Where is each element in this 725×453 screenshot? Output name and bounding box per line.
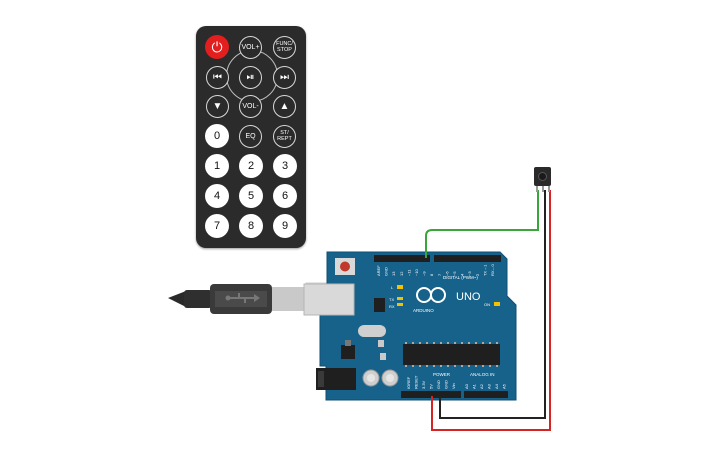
digit-0-button[interactable]: 0	[205, 124, 229, 148]
tx-led	[397, 297, 403, 300]
digit-3-button[interactable]: 3	[273, 154, 297, 178]
ir-remote[interactable]: ⏻ VOL+ FUNC/ STOP ⏮ ⏯ ⏭ ▼ VOL- ▲ 0 EQ ST…	[196, 26, 306, 248]
digit-6-button[interactable]: 6	[273, 184, 297, 208]
analog-label: ANALOG IN	[470, 372, 495, 377]
signal-wire[interactable]	[425, 190, 539, 258]
down-button[interactable]: ▼	[206, 95, 229, 118]
up-button[interactable]: ▲	[273, 95, 296, 118]
play-pause-button[interactable]: ⏯	[239, 66, 262, 89]
vol-up-button[interactable]: VOL+	[239, 36, 262, 59]
crystal	[358, 325, 386, 337]
ground-wire[interactable]	[439, 190, 546, 419]
l-led	[397, 285, 403, 289]
digit-1-button[interactable]: 1	[205, 154, 229, 178]
ir-receiver[interactable]	[534, 167, 551, 192]
digital-label: DIGITAL (PWM~)	[443, 275, 478, 280]
power-wire[interactable]	[431, 190, 551, 431]
st-rept-button[interactable]: ST/ REPT	[273, 125, 296, 148]
power-button[interactable]: ⏻	[205, 35, 229, 59]
rx-led	[397, 303, 403, 306]
analog-header	[464, 391, 508, 398]
eq-button[interactable]: EQ	[239, 125, 262, 148]
digit-7-button[interactable]: 7	[205, 214, 229, 238]
rx-led-label: RX	[389, 304, 395, 309]
next-button[interactable]: ⏭	[273, 66, 296, 89]
arduino-logo-icon	[416, 287, 446, 303]
digital-header-right	[434, 255, 501, 262]
func-stop-button[interactable]: FUNC/ STOP	[273, 36, 296, 59]
digit-8-button[interactable]: 8	[239, 214, 263, 238]
vol-down-button[interactable]: VOL-	[239, 95, 262, 118]
digit-9-button[interactable]: 9	[273, 214, 297, 238]
small-ic	[374, 298, 385, 312]
atmega-chip	[403, 344, 500, 365]
arduino-uno-board[interactable]: DIGITAL (PWM~) UNO ARDUINO ON L TX RX	[303, 251, 517, 401]
power-jack	[316, 368, 356, 390]
previous-button[interactable]: ⏮	[206, 66, 229, 89]
power-header	[401, 391, 461, 398]
capacitor-small	[378, 340, 384, 347]
arduino-label: ARDUINO	[413, 308, 434, 313]
tx-led-label: TX	[389, 297, 394, 302]
digit-4-button[interactable]: 4	[205, 184, 229, 208]
digit-5-button[interactable]: 5	[239, 184, 263, 208]
digit-2-button[interactable]: 2	[239, 154, 263, 178]
on-led-label: ON	[484, 302, 490, 307]
power-label: POWER	[433, 372, 451, 377]
usb-logo-icon	[225, 293, 260, 303]
voltage-regulator	[341, 345, 355, 359]
digital-header-left	[374, 255, 430, 262]
uno-label: UNO	[456, 291, 481, 303]
on-led	[494, 302, 500, 306]
l-led-label: L	[391, 285, 394, 290]
